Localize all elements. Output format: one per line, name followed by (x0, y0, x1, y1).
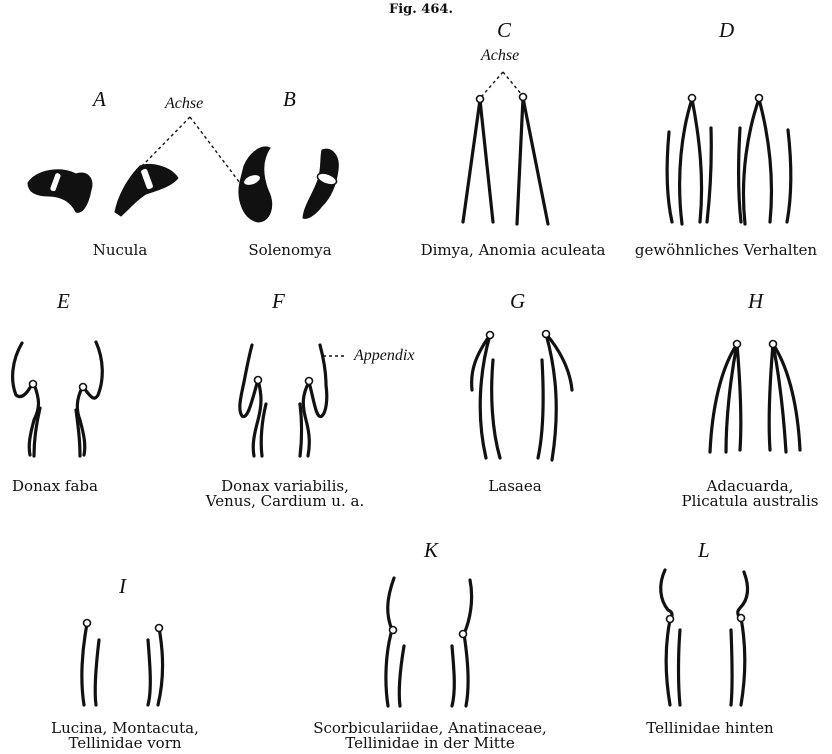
ab-axis-label: Achse (165, 96, 203, 112)
panel-letter-d: D (719, 20, 734, 41)
panel-letter-k: K (424, 540, 438, 561)
panel-f-lines (240, 345, 345, 456)
panel-b-shells (239, 147, 338, 222)
caption-c: Dimya, Anomia aculeata (398, 243, 628, 258)
appendix-label: Appendix (354, 348, 414, 364)
panel-letter-g: G (510, 291, 525, 312)
panel-k-lines (386, 578, 472, 706)
caption-f-line2: Venus, Cardium u. a. (195, 494, 375, 509)
caption-d: gewöhnliches Verhalten (622, 243, 830, 258)
panel-letter-a: A (93, 89, 106, 110)
caption-a: Nucula (70, 243, 170, 258)
panel-l-lines (661, 570, 748, 705)
panel-i-lines (82, 620, 163, 706)
panel-letter-b: B (283, 89, 296, 110)
panel-g-lines (472, 331, 572, 461)
panel-letter-f: F (272, 291, 285, 312)
caption-g: Lasaea (470, 479, 560, 494)
caption-e: Donax faba (0, 479, 110, 494)
panel-e-lines (13, 342, 103, 456)
panel-c-lines (463, 72, 548, 224)
panel-h-lines (710, 341, 800, 453)
figure-number: Fig. 464. (389, 3, 453, 16)
caption-b: Solenomya (230, 243, 350, 258)
panel-letter-c: C (497, 20, 511, 41)
caption-k-line2: Tellinidae in der Mitte (290, 736, 570, 751)
caption-h-line2: Plicatula australis (670, 494, 830, 509)
panel-letter-l: L (698, 540, 710, 561)
caption-i-line2: Tellinidae vorn (40, 736, 210, 751)
c-axis-label: Achse (481, 48, 519, 64)
panel-d-lines (667, 95, 791, 225)
caption-l: Tellinidae hinten (625, 721, 795, 736)
panel-a-shells (28, 165, 178, 217)
panel-letter-e: E (57, 291, 70, 312)
panel-letter-i: I (119, 576, 126, 597)
panel-letter-h: H (748, 291, 763, 312)
